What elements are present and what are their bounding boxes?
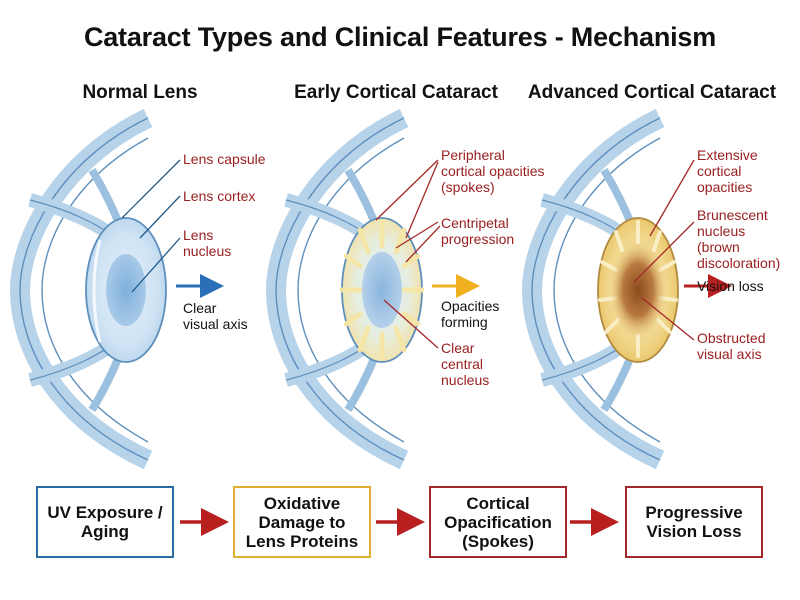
label-clear-central-nucleus: Clear central nucleus bbox=[441, 340, 489, 388]
label-lens-cortex: Lens cortex bbox=[183, 188, 255, 204]
eye-early bbox=[265, 108, 480, 470]
nucleus-normal bbox=[106, 254, 146, 326]
label-clear-visual-axis: Clear visual axis bbox=[183, 300, 248, 332]
panel-title-advanced: Advanced Cortical Cataract bbox=[527, 82, 777, 103]
flow-box-cortical-opacification: Cortical Opacification (Spokes) bbox=[429, 486, 567, 558]
flow-box-oxidative-damage: Oxidative Damage to Lens Proteins bbox=[233, 486, 371, 558]
flow-box-vision-loss: Progressive Vision Loss bbox=[625, 486, 763, 558]
nucleus-early bbox=[362, 252, 402, 328]
label-obstructed-visual-axis: Obstructed visual axis bbox=[697, 330, 769, 362]
flow-box-uv-exposure: UV Exposure / Aging bbox=[36, 486, 174, 558]
nucleus-advanced bbox=[610, 242, 666, 338]
label-vision-loss: Vision loss bbox=[697, 278, 764, 294]
label-extensive-opacities: Extensive cortical opacities bbox=[697, 147, 762, 195]
eye-advanced bbox=[521, 108, 732, 470]
page-title: Cataract Types and Clinical Features - M… bbox=[83, 22, 717, 52]
label-peripheral-opacities: Peripheral cortical opacities (spokes) bbox=[441, 147, 548, 195]
panel-title-normal: Normal Lens bbox=[82, 82, 198, 103]
panel-title-early: Early Cortical Cataract bbox=[294, 82, 498, 103]
label-lens-capsule: Lens capsule bbox=[183, 151, 266, 167]
label-opacities-forming: Opacities forming bbox=[441, 298, 503, 330]
eye-normal bbox=[9, 108, 224, 470]
label-centripetal-progression: Centripetal progression bbox=[441, 215, 514, 247]
label-brunescent-nucleus: Brunescent nucleus (brown discoloration) bbox=[697, 207, 780, 271]
label-lens-nucleus: Lens nucleus bbox=[183, 227, 231, 259]
spokes-early bbox=[339, 219, 425, 361]
